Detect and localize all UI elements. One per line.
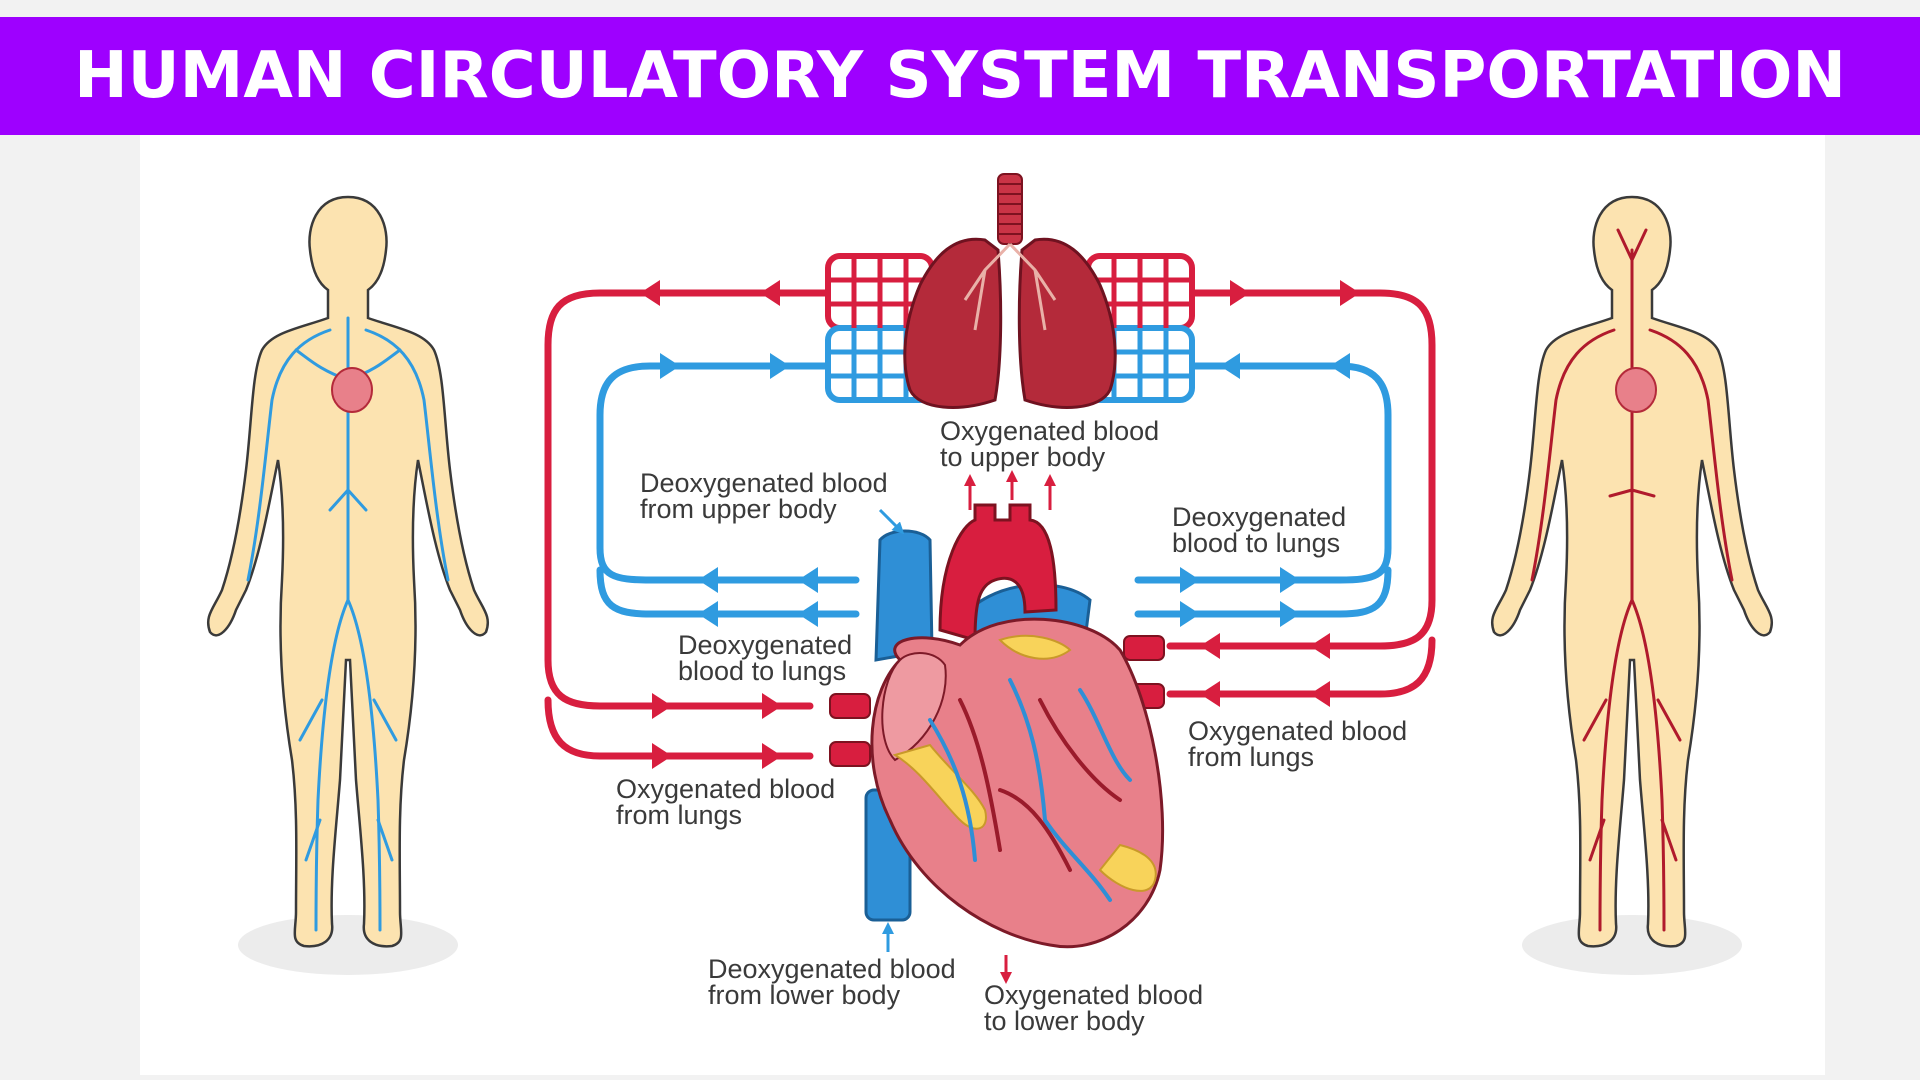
arrow-deoxy-mid-left-1 [698,567,718,593]
oxy-loop-left-outer [544,289,836,710]
arrow-deoxy-top-left-2 [770,353,790,379]
left-body-heart [331,367,373,413]
arrow-oxy-low-left-3 [652,743,672,769]
coronary-vessels-red [958,698,1122,872]
deoxy-loop-right-inner [1134,566,1392,618]
pulmonary-vein-right-1 [1123,635,1165,661]
arrow-oxy-low-left-1 [652,693,672,719]
right-renal-branch [1608,488,1656,498]
superior-vena-cava [874,529,934,662]
right-figure-shadow [1522,915,1742,975]
label-deoxy-from-upper-body: Deoxygenated blood from upper body [640,468,888,524]
body-arteries-figure [1490,195,1774,975]
coronary-vessels-blue [928,678,1132,902]
arrow-oxy-low-right-1 [1200,633,1220,659]
lungs [903,173,1117,409]
heart-right-atrium [881,652,947,762]
arrow-deoxy-mid-right-2 [1280,567,1300,593]
indicator-svc [878,508,905,535]
arrow-deoxy-mid-left-2 [798,567,818,593]
pulmonary-vein-left-1 [829,693,871,719]
left-figure-shadow [238,915,458,975]
oxy-loop-left-inner [544,696,814,760]
arrow-deoxy-mid-right-3 [1180,601,1200,627]
arrow-deoxy-mid-left-4 [798,601,818,627]
title-banner: HUMAN CIRCULATORY SYSTEM TRANSPORTATION [0,17,1920,135]
arrow-deoxy-top-left-1 [660,353,680,379]
arrow-oxy-low-left-4 [762,743,782,769]
left-leg-vein-r [346,598,382,932]
label-oxy-upper-body: Oxygenated blood to upper body [940,416,1160,472]
lung-capillary-grid-left [825,253,935,403]
left-leg-vein-l [314,598,350,932]
right-arm-artery-r [1648,328,1734,582]
bronchi [963,242,1057,331]
deoxy-loop-left-outer [596,362,860,584]
label-oxy-to-lower-body: Oxygenated blood to lower body [984,980,1204,1036]
arrow-deoxy-top-right-2 [1330,353,1350,379]
arrow-oxy-top-left-2 [760,280,780,306]
pulmonary-vein-left-2 [829,741,871,767]
arrow-oxy-low-right-3 [1200,681,1220,707]
right-thigh-branches [1582,698,1682,862]
deoxy-loop-left-inner [596,566,860,618]
arrow-oxy-top-right-2 [1340,280,1360,306]
deoxy-loop-right-outer [1134,362,1392,584]
aortic-arch [938,503,1058,642]
arrow-oxy-low-left-2 [762,693,782,719]
label-deoxy-to-lungs-right: Deoxygenated blood to lungs [1172,502,1347,558]
right-neck-branches [1616,228,1648,262]
label-oxy-from-lungs-left: Oxygenated blood from lungs [616,774,836,830]
flow-arrows [640,280,1360,769]
label-oxy-from-lungs-right: Oxygenated blood from lungs [1188,716,1408,772]
arrow-oxy-top-right-1 [1230,280,1250,306]
left-arm-vein-l [246,328,332,582]
left-arm-vein-r [364,328,450,582]
arrow-deoxy-mid-left-3 [698,601,718,627]
trachea [997,173,1023,245]
diagram-title: HUMAN CIRCULATORY SYSTEM TRANSPORTATION [74,39,1846,113]
arrow-oxy-top-left-1 [640,280,660,306]
arrow-deoxy-mid-right-4 [1280,601,1300,627]
oxy-loop-right-inner [1166,636,1436,698]
right-arm-artery-l [1530,328,1616,582]
heart [829,503,1165,949]
arrow-oxy-low-right-2 [1310,633,1330,659]
right-leg-artery-r [1630,598,1666,932]
arrow-deoxy-mid-right-1 [1180,567,1200,593]
right-body-heart [1615,367,1657,413]
left-abdomen-branch [328,488,368,512]
oxy-loop-right-outer [1166,289,1436,650]
heart-body [870,617,1165,949]
arrow-oxy-low-right-4 [1310,681,1330,707]
label-deoxy-to-lungs-left: Deoxygenated blood to lungs [678,630,853,686]
arrow-deoxy-top-right-1 [1220,353,1240,379]
left-thigh-branches [298,698,398,862]
indicator-arrows [878,470,1056,984]
right-leg-artery-l [1598,598,1634,932]
heart-fat [892,634,1157,892]
body-veins-figure [206,195,490,975]
label-deoxy-from-lower-body: Deoxygenated blood from lower body [708,954,956,1010]
